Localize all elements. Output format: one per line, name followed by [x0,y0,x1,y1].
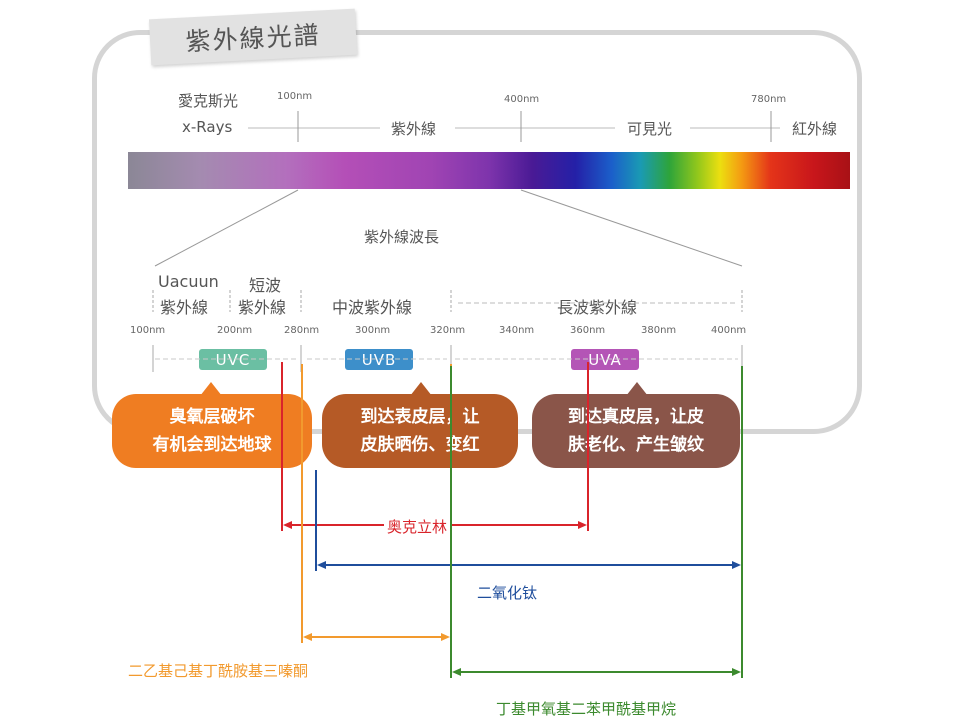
uvb-effect-bubble: 到达表皮层，让 皮肤晒伤、变红 [322,382,518,468]
titanium-dioxide-range-arrow-right [732,561,741,569]
ir-label: 紅外線 [792,120,838,138]
uvc-effect-bubble: 臭氧层破坏 有机会到达地球 [112,382,312,468]
octocrylene-label: 奥克立林 [384,516,451,537]
tick-280nm: 280nm [284,325,320,336]
uvc-effect-line1: 臭氧层破坏 [169,407,255,427]
octocrylene-range-arrow-right [578,521,587,529]
titanium-dioxide-range-arrow-left [317,561,326,569]
zoom-label: 紫外線波長 [364,228,440,246]
uva-effect-bubble: 到达真皮层，让皮 肤老化、产生皱纹 [532,382,740,468]
uvb-bubble-tail [410,382,432,396]
xray-label-line1: 愛克斯光 [178,92,239,110]
octocrylene-range-arrow-left [283,521,292,529]
titanium-dioxide-label: 二氧化钛 [477,584,538,602]
uvc-effect-line2: 有机会到达地球 [152,435,272,455]
dbt-range-arrow-left [303,633,312,641]
visible-label: 可見光 [623,118,677,139]
uv-label: 紫外線 [387,118,441,139]
avobenzone-range-arrow-right [732,668,741,676]
uvc-bubble-tail [200,382,222,396]
tick-100nm: 100nm [130,325,166,336]
uva-bubble-tail [626,382,648,396]
band-vacuum-line2: 紫外線 [160,298,209,317]
tick-340nm: 340nm [499,325,535,336]
band-short-line2: 紫外線 [238,298,287,317]
tick-380nm: 380nm [641,325,677,336]
tick-400nm: 400nm [711,325,747,336]
tick-200nm: 200nm [217,325,253,336]
tick-780nm-top: 780nm [751,94,787,105]
band-short-line1: 短波 [249,276,282,295]
tick-400nm-top: 400nm [504,94,540,105]
band-mid: 中波紫外線 [332,298,413,317]
xray-label-line2: x-Rays [182,118,233,136]
uva-effect-line2: 肤老化、产生皱纹 [568,435,704,455]
tick-320nm: 320nm [430,325,466,336]
tick-300nm: 300nm [355,325,391,336]
dbt-range-arrow-right [441,633,450,641]
band-vacuum-line1: Uacuun [158,272,219,291]
dbt-label: 二乙基己基丁酰胺基三嗪酮 [128,662,309,680]
band-long: 長波紫外線 [551,294,644,318]
spectrum-bar [128,152,850,189]
uva-effect-line1: 到达真皮层，让皮 [568,407,704,427]
tick-360nm: 360nm [570,325,606,336]
avobenzone-label: 丁基甲氧基二苯甲酰基甲烷 [496,700,677,718]
uvb-effect-line1: 到达表皮层，让 [360,407,480,427]
uvb-effect-line2: 皮肤晒伤、变红 [360,435,480,455]
avobenzone-range-arrow-left [452,668,461,676]
uvc-badge: UVC [199,349,267,370]
tick-100nm-top: 100nm [277,91,313,102]
